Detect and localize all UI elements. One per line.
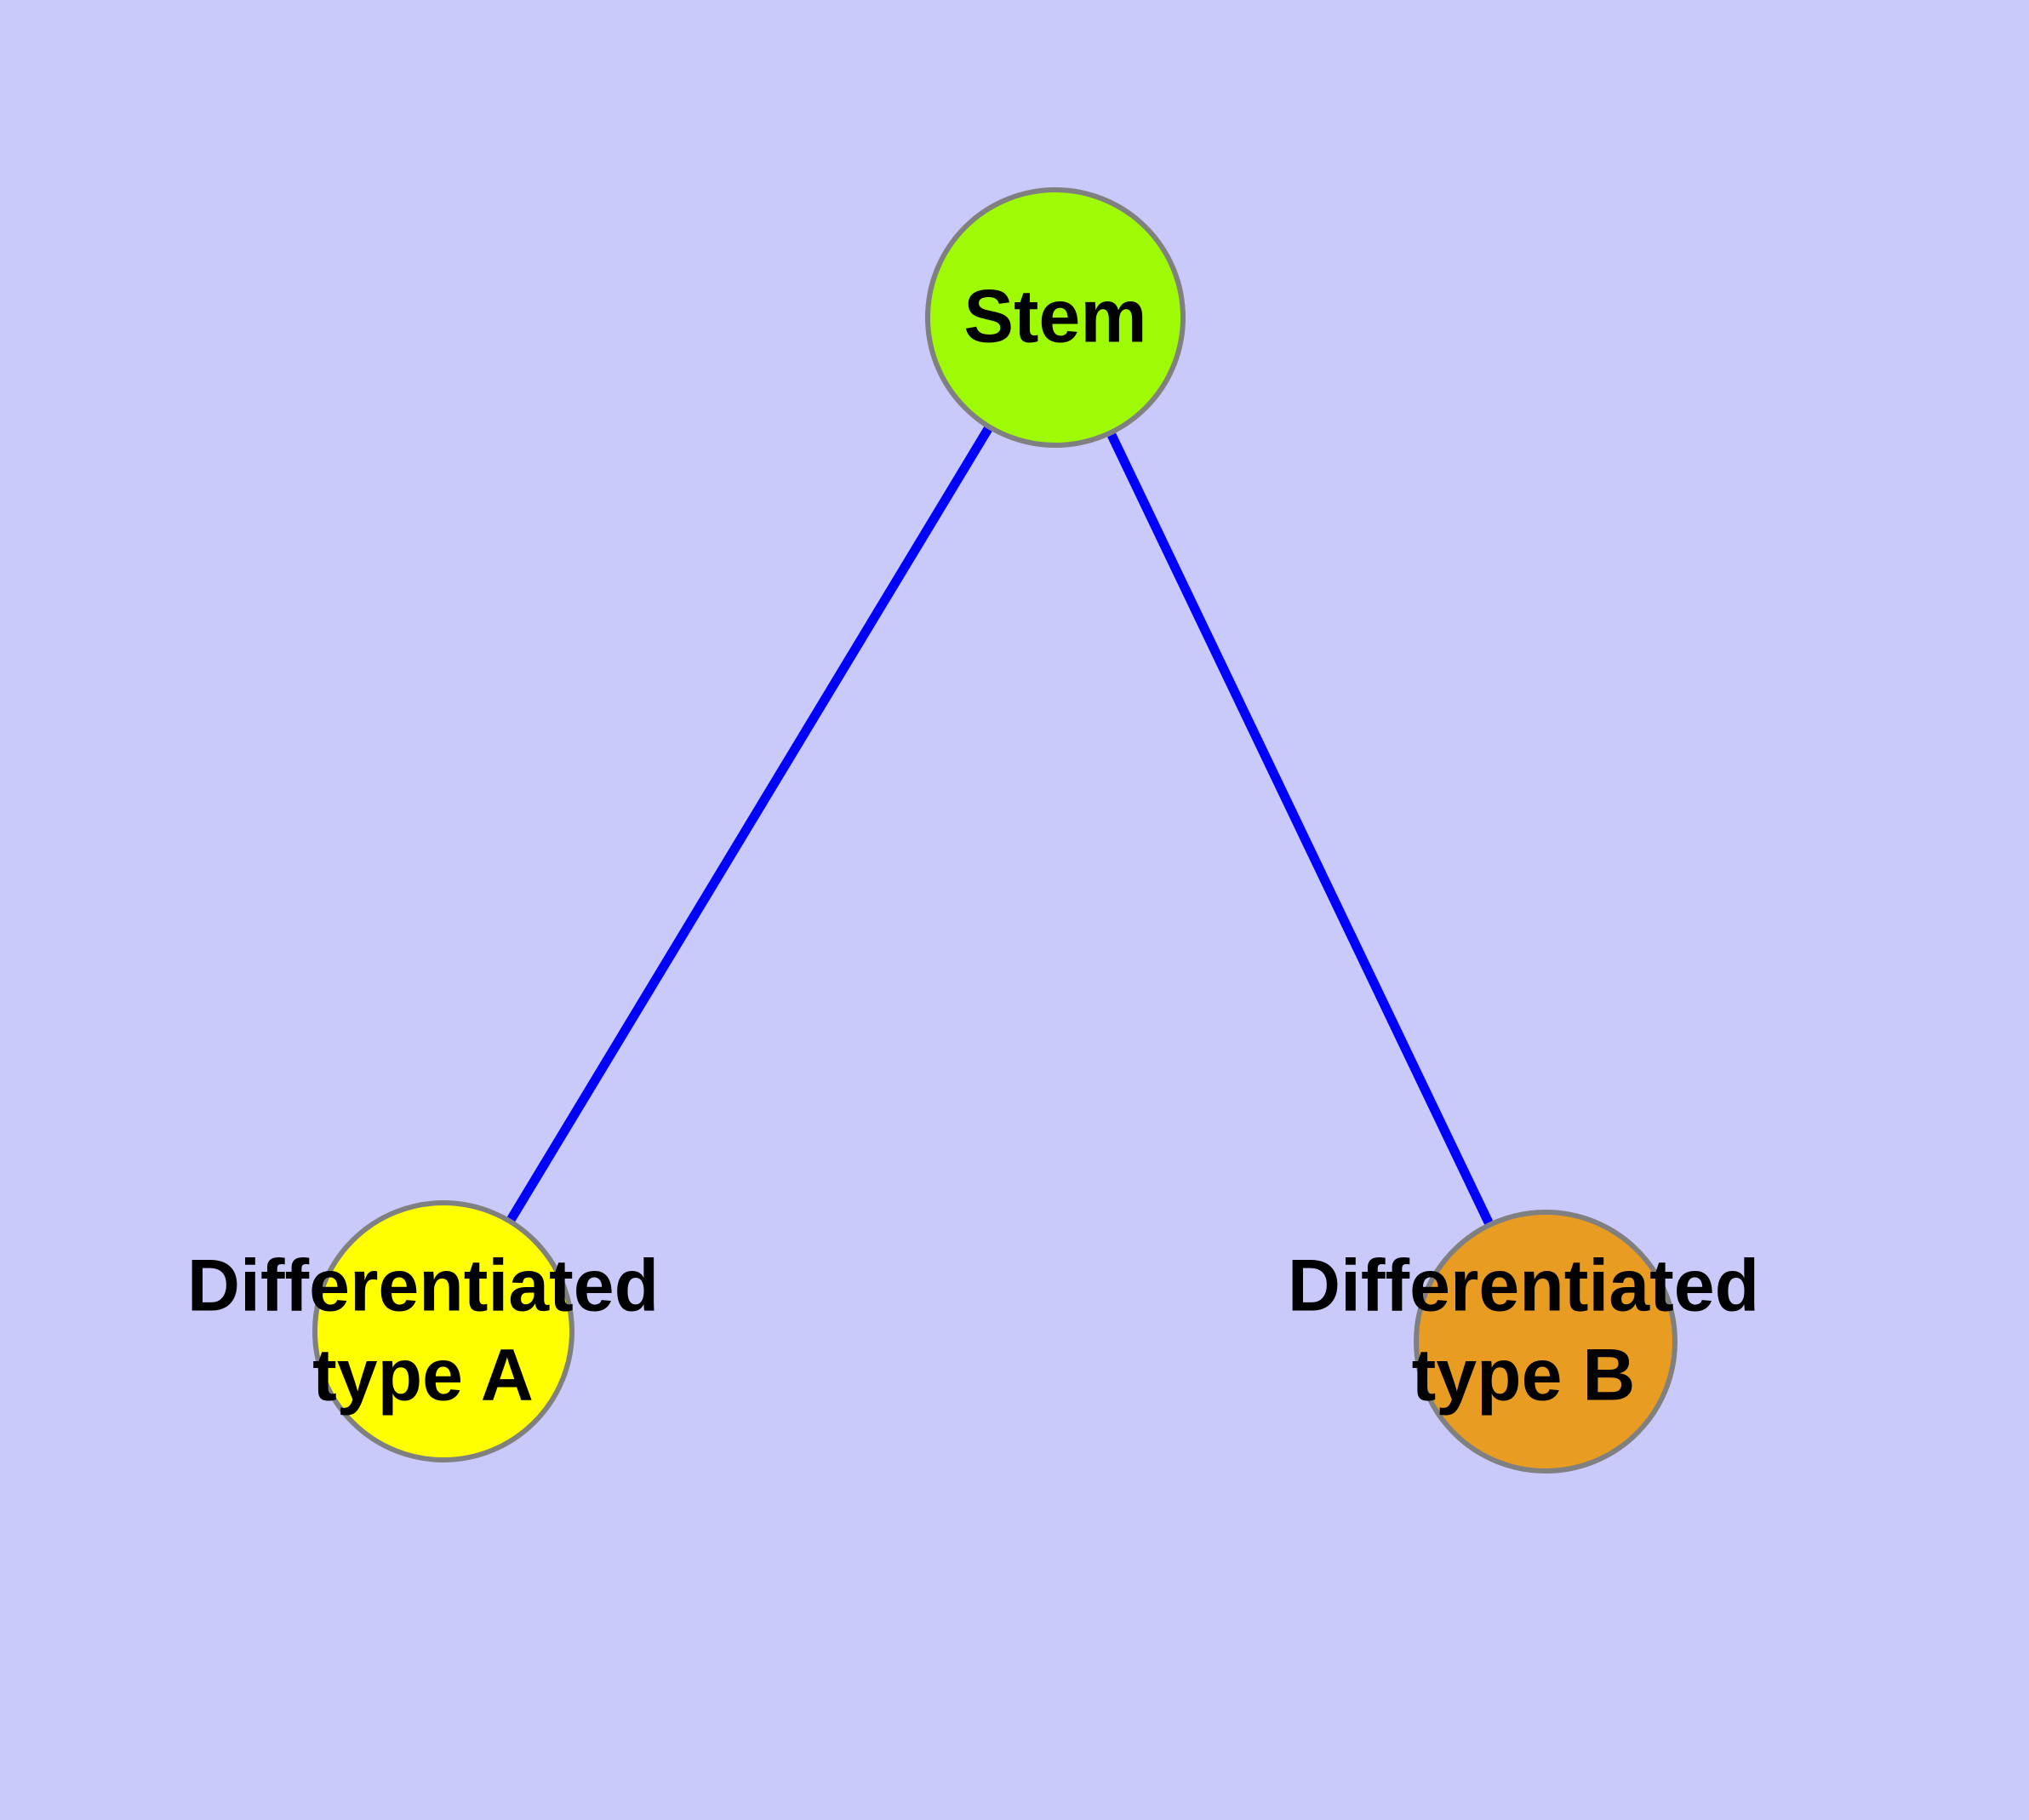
node-stem[interactable] [925,187,1186,448]
node-stem-circle[interactable] [925,187,1186,448]
edge-stem-to-differentiated-type-b[interactable] [1107,432,1494,1225]
node-differentiated-type-a-label-line2: type A [312,1335,534,1417]
edges-layer [506,426,1494,1225]
node-differentiated-type-b-label-line1: Differentiated [1288,1245,1759,1327]
node-differentiated-type-b-label-line2: type B [1412,1335,1636,1417]
node-differentiated-type-a-circle[interactable] [312,1200,574,1462]
node-differentiated-type-a-label-line1: Differentiated [187,1245,659,1327]
edge-stem-to-differentiated-type-a[interactable] [506,426,992,1222]
node-differentiated-type-b-circle[interactable] [1414,1210,1677,1474]
node-differentiated-type-a[interactable] [312,1200,574,1462]
node-stem-label: Stem [963,273,1146,358]
nodes-layer [312,187,1677,1474]
node-differentiated-type-b[interactable] [1414,1210,1677,1474]
labels-layer: Stem Differentiated type A Differentiate… [187,273,1759,1416]
